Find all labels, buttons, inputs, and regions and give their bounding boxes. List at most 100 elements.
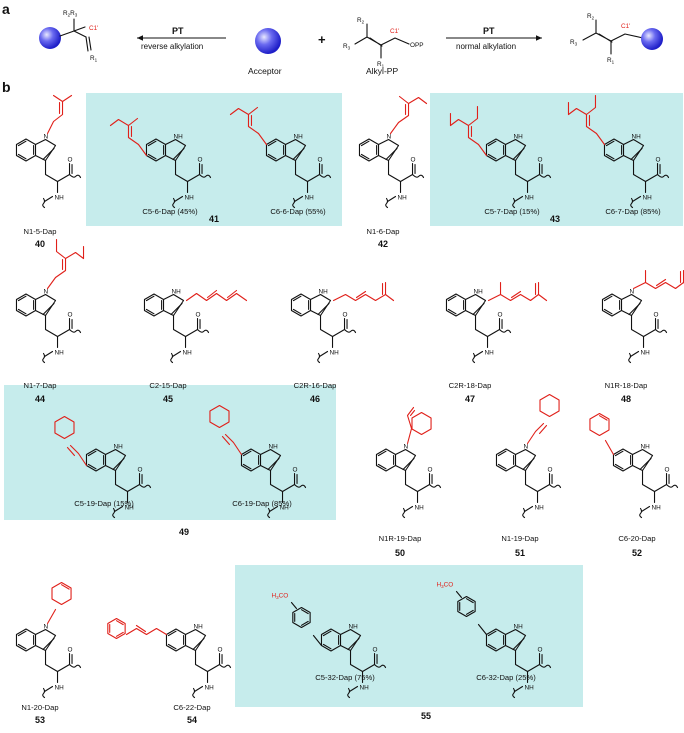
compound-c43b: O NH NH bbox=[567, 94, 670, 209]
compound-label-c55a: C5-32-Dap (75%) bbox=[315, 673, 375, 682]
compound-number-c54: 54 bbox=[187, 715, 197, 725]
svg-text:NH: NH bbox=[125, 505, 135, 512]
svg-text:N: N bbox=[387, 134, 392, 141]
svg-text:H3CO: H3CO bbox=[436, 582, 453, 590]
svg-text:O: O bbox=[656, 157, 661, 164]
svg-text:R3: R3 bbox=[343, 43, 351, 51]
compound-label-c49b: C6-19-Dap (85%) bbox=[232, 499, 292, 508]
svg-text:O: O bbox=[343, 312, 348, 319]
highlight-box-43 bbox=[430, 93, 683, 226]
svg-text:NH: NH bbox=[474, 289, 484, 296]
group-number-g43: 43 bbox=[550, 214, 560, 224]
svg-text:NH: NH bbox=[643, 195, 653, 202]
alkyl-pp-label: Alkyl-PP bbox=[366, 66, 398, 76]
svg-text:NH: NH bbox=[55, 685, 65, 692]
compound-number-c45: 45 bbox=[163, 394, 173, 404]
svg-text:NH: NH bbox=[525, 685, 535, 692]
compound-label-c45: C2-15-Dap bbox=[149, 381, 186, 390]
reverse-alkylation-label: reverse alkylation bbox=[141, 42, 203, 51]
svg-text:C1': C1' bbox=[89, 25, 98, 32]
svg-text:R2: R2 bbox=[587, 13, 595, 21]
svg-text:O: O bbox=[196, 312, 201, 319]
svg-text:OPP: OPP bbox=[410, 42, 424, 49]
compound-number-c47: 47 bbox=[465, 394, 475, 404]
compound-number-c50: 50 bbox=[395, 548, 405, 558]
compound-label-c55b: C6-32-Dap (25%) bbox=[476, 673, 536, 682]
svg-text:NH: NH bbox=[415, 505, 425, 512]
svg-text:N: N bbox=[630, 289, 635, 296]
highlight-box-49 bbox=[4, 385, 336, 520]
compound-number-c42: 42 bbox=[378, 239, 388, 249]
acceptor-sphere-left bbox=[39, 27, 61, 49]
svg-text:R2R3: R2R3 bbox=[63, 10, 78, 18]
compound-label-c47: C2R-18-Dap bbox=[449, 381, 492, 390]
compound-label-c53: N1-20-Dap bbox=[21, 703, 58, 712]
svg-text:NH: NH bbox=[55, 195, 65, 202]
svg-text:NH: NH bbox=[485, 350, 495, 357]
compound-label-c43b: C6-7-Dap (85%) bbox=[605, 207, 661, 216]
svg-text:NH: NH bbox=[305, 195, 315, 202]
svg-text:N: N bbox=[44, 134, 49, 141]
svg-text:O: O bbox=[538, 647, 543, 654]
compound-label-c50: N1R-19-Dap bbox=[379, 534, 422, 543]
compound-number-c52: 52 bbox=[632, 548, 642, 558]
compound-label-c46: C2R-16-Dap bbox=[294, 381, 337, 390]
svg-text:N: N bbox=[44, 289, 49, 296]
compound-label-c41a: C5-6-Dap (45%) bbox=[142, 207, 198, 216]
group-number-g41: 41 bbox=[209, 214, 219, 224]
compound-label-c52: C6-20-Dap bbox=[618, 534, 655, 543]
acceptor-sphere-right bbox=[641, 28, 663, 50]
svg-text:NH: NH bbox=[652, 505, 662, 512]
compound-number-c48: 48 bbox=[621, 394, 631, 404]
highlight-box-41 bbox=[86, 93, 342, 226]
svg-text:NH: NH bbox=[330, 350, 340, 357]
svg-text:NH: NH bbox=[319, 289, 329, 296]
compound-number-c40: 40 bbox=[35, 239, 45, 249]
svg-text:NH: NH bbox=[205, 685, 215, 692]
reverse-arrow: PT reverse alkylation bbox=[137, 26, 226, 51]
svg-text:N: N bbox=[44, 624, 49, 631]
compound-number-c51: 51 bbox=[515, 548, 525, 558]
plus-sign: + bbox=[318, 32, 326, 47]
svg-text:NH: NH bbox=[114, 444, 124, 451]
scheme-normal-product: R2 R3 R1 C1' bbox=[570, 13, 663, 65]
svg-text:NH: NH bbox=[294, 134, 304, 141]
svg-text:C1': C1' bbox=[621, 23, 630, 30]
compound-label-c43a: C5-7-Dap (15%) bbox=[484, 207, 540, 216]
svg-text:NH: NH bbox=[632, 134, 642, 141]
compound-label-c49a: C5-19-Dap (15%) bbox=[74, 499, 134, 508]
svg-text:O: O bbox=[665, 467, 670, 474]
svg-text:R1: R1 bbox=[607, 57, 615, 65]
compound-label-c48: N1R-18-Dap bbox=[605, 381, 648, 390]
svg-text:O: O bbox=[198, 157, 203, 164]
compound-label-c51: N1-19-Dap bbox=[501, 534, 538, 543]
svg-text:O: O bbox=[138, 467, 143, 474]
svg-text:NH: NH bbox=[360, 685, 370, 692]
svg-text:O: O bbox=[68, 647, 73, 654]
svg-text:NH: NH bbox=[525, 195, 535, 202]
normal-alkylation-label: normal alkylation bbox=[456, 42, 516, 51]
svg-text:O: O bbox=[68, 312, 73, 319]
svg-text:NH: NH bbox=[535, 505, 545, 512]
compound-number-c44: 44 bbox=[35, 394, 45, 404]
normal-arrow: PT normal alkylation bbox=[446, 26, 542, 51]
group-number-g49: 49 bbox=[179, 527, 189, 537]
compound-label-c42: N1-6-Dap bbox=[367, 227, 400, 236]
alkyl-pp-structure: R2 R3 R1 C1' OPP bbox=[343, 17, 424, 69]
svg-text:NH: NH bbox=[280, 505, 290, 512]
compound-c49a: O NH NH bbox=[54, 415, 152, 519]
